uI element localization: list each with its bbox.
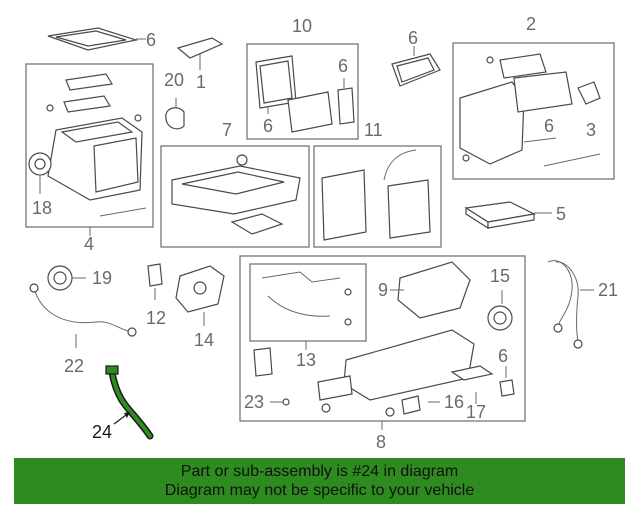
callout-6[interactable]: 6 xyxy=(408,28,418,48)
callout-7[interactable]: 7 xyxy=(222,120,232,140)
part-21-cable xyxy=(547,260,594,349)
part-7-case xyxy=(171,154,301,235)
part-22-cable xyxy=(29,283,137,348)
part-20-clip xyxy=(165,98,185,130)
info-banner: Part or sub-assembly is #24 in diagram D… xyxy=(14,458,625,504)
group-box-11 xyxy=(313,145,442,248)
group-box-2 xyxy=(452,42,615,180)
callout-16[interactable]: 16 xyxy=(444,392,464,412)
callout-6[interactable]: 6 xyxy=(544,116,554,136)
callout-6[interactable]: 6 xyxy=(498,346,508,366)
callout-6[interactable]: 6 xyxy=(263,116,273,136)
callout-15[interactable]: 15 xyxy=(490,266,510,286)
part-4-assembly xyxy=(28,73,147,236)
callout-17[interactable]: 17 xyxy=(466,402,486,422)
callout-22[interactable]: 22 xyxy=(64,356,84,376)
part-10-filters xyxy=(255,55,355,133)
parts-diagram: 6 1 20 10 6 6 6 2 6 3 7 11 18 4 5 19 12 … xyxy=(25,14,618,452)
part-1-bracket xyxy=(176,37,224,70)
callout-23[interactable]: 23 xyxy=(244,392,264,412)
callout-10[interactable]: 10 xyxy=(292,16,312,36)
part-11-heater-core xyxy=(321,149,431,241)
callout-20[interactable]: 20 xyxy=(164,70,184,90)
part-12-sensor xyxy=(147,263,163,300)
callout-8[interactable]: 8 xyxy=(376,432,386,452)
callout-12[interactable]: 12 xyxy=(146,308,166,328)
part-8-lower-case xyxy=(253,261,515,430)
callout-18[interactable]: 18 xyxy=(32,198,52,218)
part-13-lines xyxy=(261,271,352,350)
part-19-knob xyxy=(47,265,86,291)
banner-line-1: Part or sub-assembly is #24 in diagram xyxy=(180,463,459,480)
part-6-seal xyxy=(391,46,441,87)
part-2-housing xyxy=(459,53,601,167)
group-box-7 xyxy=(160,145,310,248)
part-24-hose xyxy=(105,365,154,440)
callout-21[interactable]: 21 xyxy=(598,280,618,300)
callout-14[interactable]: 14 xyxy=(194,330,214,350)
part-14-actuator xyxy=(175,265,225,326)
callout-9[interactable]: 9 xyxy=(378,280,388,300)
callout-5[interactable]: 5 xyxy=(556,204,566,224)
callout-2[interactable]: 2 xyxy=(526,14,536,34)
callout-11[interactable]: 11 xyxy=(364,120,383,140)
callout-4[interactable]: 4 xyxy=(84,234,94,254)
part-6-plate-top xyxy=(47,27,146,51)
callout-3[interactable]: 3 xyxy=(586,120,596,140)
group-box-13 xyxy=(249,263,367,342)
callout-19[interactable]: 19 xyxy=(92,268,112,288)
banner-line-2: Diagram may not be specific to your vehi… xyxy=(164,482,475,499)
callout-13[interactable]: 13 xyxy=(296,350,316,370)
callout-6[interactable]: 6 xyxy=(338,56,348,76)
group-box-10 xyxy=(246,43,359,140)
part-5-cabin-filter xyxy=(464,201,552,230)
callout-1[interactable]: 1 xyxy=(196,72,206,92)
callout-6[interactable]: 6 xyxy=(146,30,156,50)
callout-24[interactable]: 24 xyxy=(92,422,112,442)
